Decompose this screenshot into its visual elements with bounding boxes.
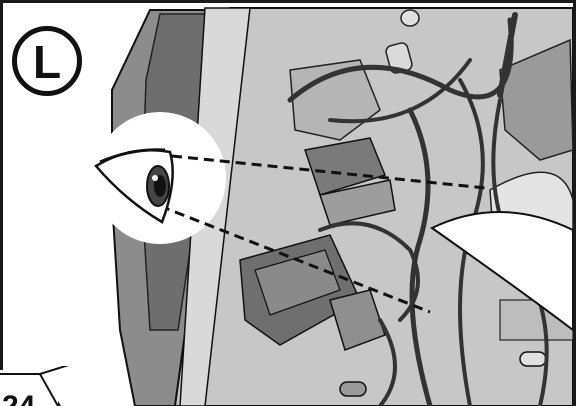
grommet-top [401, 10, 419, 26]
side-indicator-icon: L [12, 26, 82, 96]
grommet-bottom-1 [340, 382, 366, 396]
side-label: L [33, 39, 61, 85]
grommet-bottom-2 [520, 352, 546, 366]
frame-top-border [0, 0, 576, 3]
page-number: 24 [2, 392, 35, 406]
frame-left-border [0, 0, 3, 370]
